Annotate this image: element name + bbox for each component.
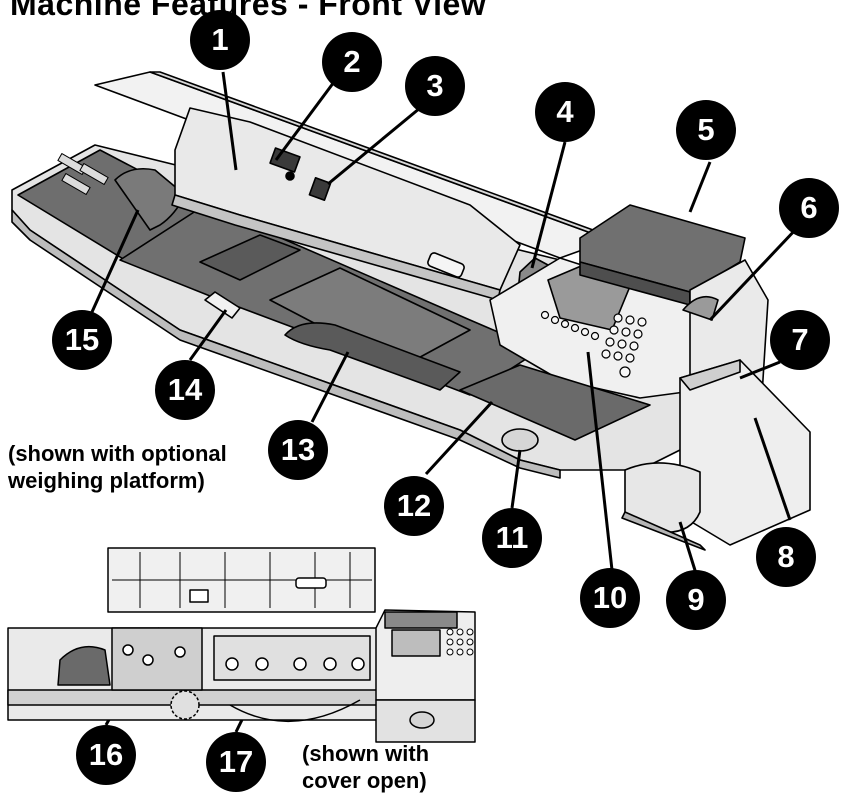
callout-11: 11: [482, 508, 542, 568]
callout-8: 8: [756, 527, 816, 587]
mailing-machine-front-view: [11, 71, 811, 551]
callout-15: 15: [52, 310, 112, 370]
callout-1: 1: [190, 10, 250, 70]
cover-open-caption: (shown with cover open): [302, 741, 430, 793]
callout-14: 14: [155, 360, 215, 420]
callout-9: 9: [666, 570, 726, 630]
callout-17: 17: [206, 732, 266, 792]
callout-13: 13: [268, 420, 328, 480]
callout-7: 7: [770, 310, 830, 370]
callout-2: 2: [322, 32, 382, 92]
callout-6: 6: [779, 178, 839, 238]
mailing-machine-cover-open-view: [7, 547, 476, 743]
callout-10: 10: [580, 568, 640, 628]
callout-12: 12: [384, 476, 444, 536]
callout-5: 5: [676, 100, 736, 160]
callout-4: 4: [535, 82, 595, 142]
page-header-fragment: Machine Features - Front View: [10, 0, 487, 22]
callout-3: 3: [405, 56, 465, 116]
weighing-platform-caption: (shown with optional weighing platform): [8, 441, 227, 493]
callout-16: 16: [76, 725, 136, 785]
